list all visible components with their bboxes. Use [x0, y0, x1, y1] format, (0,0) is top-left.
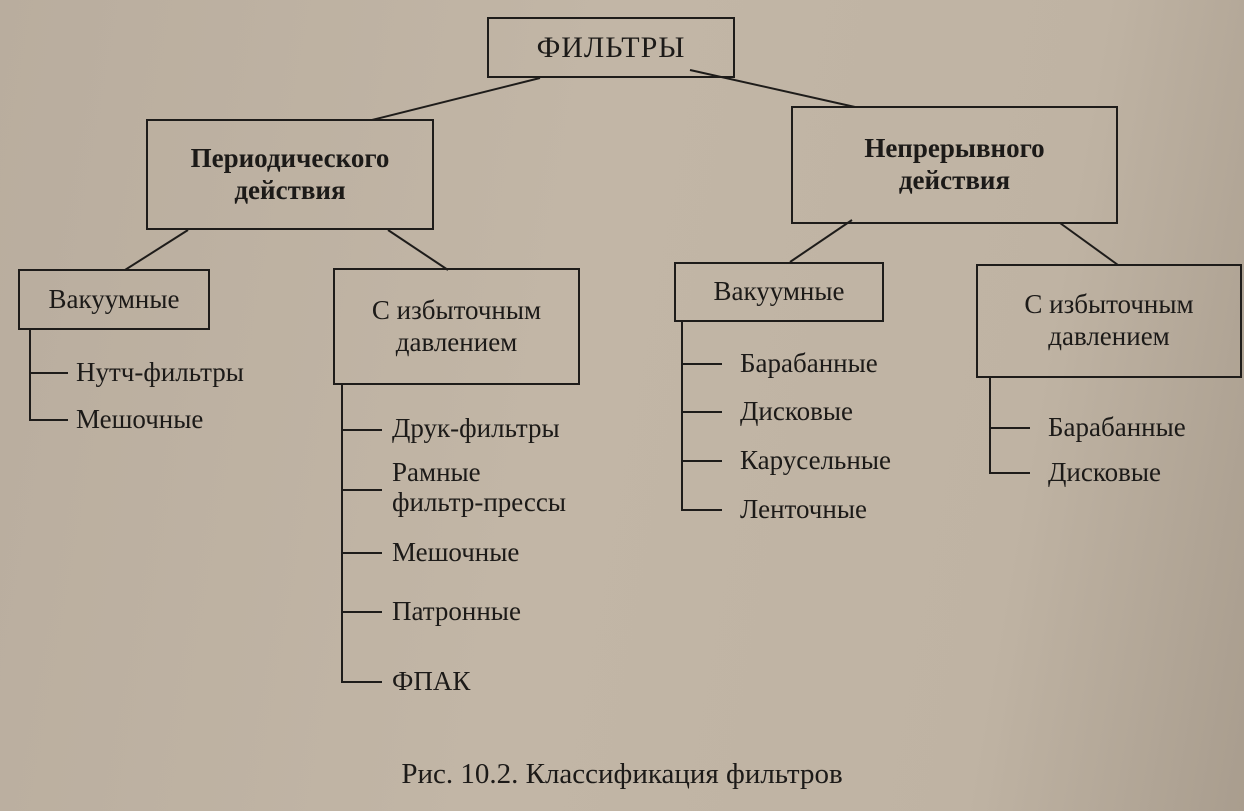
periodic-pressure-title-line1: С избыточным: [371, 294, 542, 325]
periodic-box: Периодического действия: [146, 119, 434, 230]
periodic-title-line2: действия: [234, 174, 346, 205]
continuous-box: Непрерывного действия: [791, 106, 1118, 224]
leaf-periodic-vacuum-0: Нутч-фильтры: [76, 357, 244, 387]
periodic-vacuum-title: Вакуумные: [48, 283, 180, 314]
continuous-vacuum-title: Вакуумные: [713, 276, 845, 307]
continuous-title-line1: Непрерывного: [864, 133, 1045, 164]
connector-continuous-pressure: [1059, 222, 1119, 266]
root-box: ФИЛЬТРЫ: [487, 17, 735, 78]
leaf-continuous-vacuum-3: Ленточные: [740, 494, 867, 524]
connector-periodic-pressure: [387, 229, 449, 271]
continuous-title-line2: действия: [898, 165, 1011, 195]
periodic-pressure-box: С избыточным давлением: [333, 268, 580, 385]
figure-caption: Рис. 10.2. Классификация фильтров: [401, 758, 843, 790]
continuous-pressure-title-line2: давлением: [1048, 321, 1170, 351]
leaf-periodic-pressure-1-line2: фильтр-прессы: [392, 486, 567, 517]
bracket-periodic-vacuum: [29, 330, 68, 421]
leaf-continuous-vacuum-1: Дисковые: [740, 396, 853, 426]
connector-continuous-vacuum: [789, 219, 853, 263]
continuous-pressure-title-line1: С избыточным: [1024, 289, 1194, 320]
periodic-title-line1: Периодического: [190, 142, 390, 173]
leaf-periodic-pressure-3: Патронные: [392, 596, 521, 626]
leaf-periodic-vacuum-1: Мешочные: [76, 404, 204, 434]
continuous-pressure-box: С избыточным давлением: [976, 264, 1242, 378]
leaf-periodic-pressure-1-line1: Рамные: [392, 457, 481, 487]
leaf-periodic-pressure-0: Друк-фильтры: [392, 413, 560, 443]
leaf-periodic-pressure-2: Мешочные: [392, 537, 520, 567]
bracket-continuous-vacuum: [681, 322, 722, 511]
periodic-pressure-title-line2: давлением: [395, 326, 518, 357]
bracket-periodic-pressure: [341, 385, 382, 683]
continuous-vacuum-box: Вакуумные: [674, 262, 884, 322]
leaf-continuous-pressure-1: Дисковые: [1048, 457, 1161, 487]
connector-periodic-vacuum: [124, 229, 189, 271]
leaf-continuous-pressure-0: Барабанные: [1048, 412, 1186, 442]
root-label: ФИЛЬТРЫ: [536, 30, 686, 64]
leaf-continuous-vacuum-2: Карусельные: [740, 445, 891, 475]
periodic-vacuum-box: Вакуумные: [18, 269, 210, 330]
leaf-continuous-vacuum-0: Барабанные: [740, 348, 878, 378]
leaf-periodic-pressure-4: ФПАК: [392, 666, 471, 696]
connector-root-periodic: [371, 77, 541, 121]
leaf-periodic-pressure-1: Рамные фильтр-прессы: [392, 457, 567, 517]
bracket-continuous-pressure: [989, 378, 1030, 474]
